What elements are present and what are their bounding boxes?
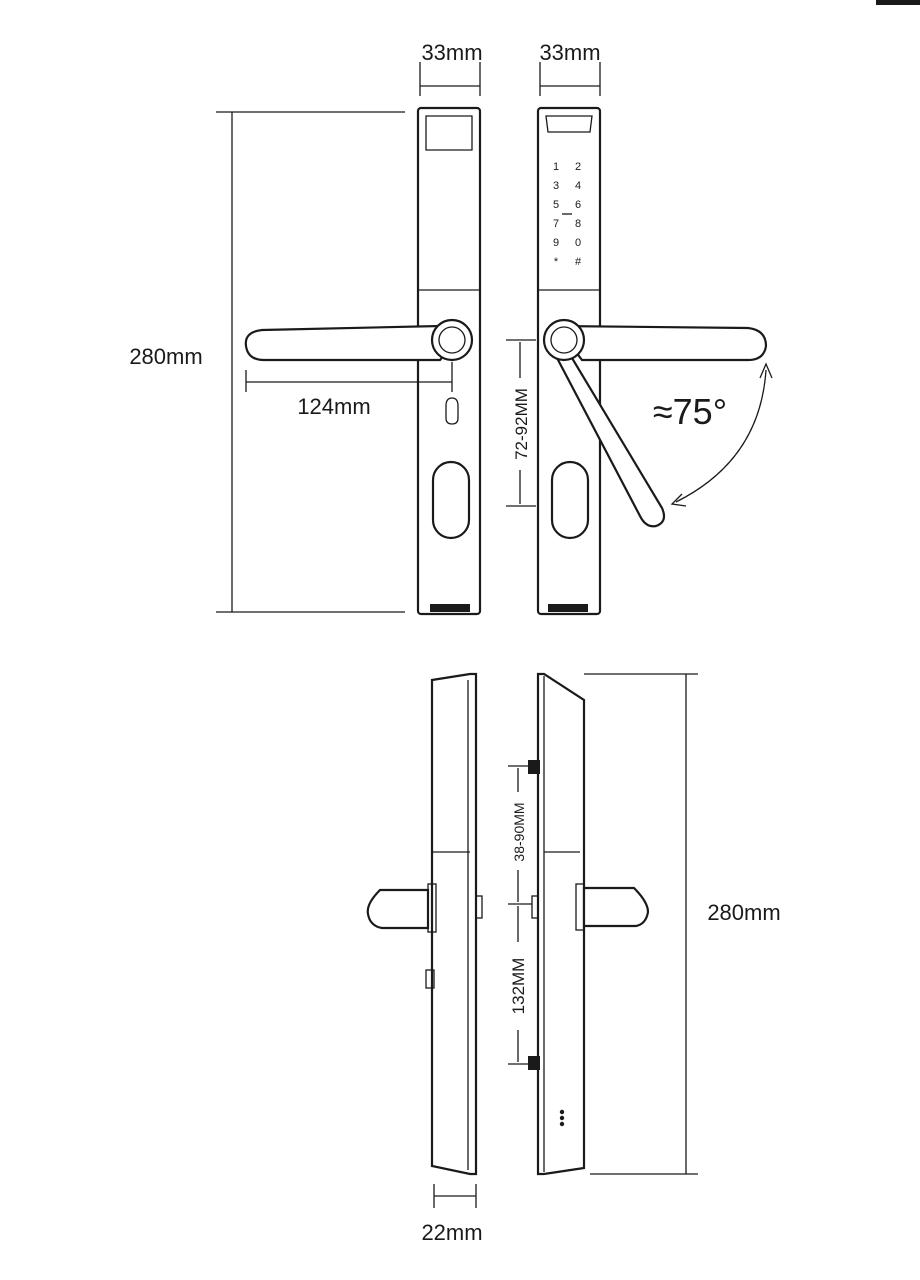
keypad: 1 2 3 4 5 6 7 8 9 0 * # (553, 161, 582, 268)
front-keyhole-icon (445, 397, 459, 425)
side-height-label: 280mm (707, 900, 780, 925)
back-width-label: 33mm (539, 40, 600, 65)
front-spindle-rose (430, 318, 474, 362)
rotated-handle (554, 346, 666, 528)
screw-spacing-label: 132MM (509, 958, 528, 1015)
door-thickness-label: 38-90MM (511, 802, 527, 861)
back-spindle-rose (542, 318, 586, 362)
rotation-angle-label: ≈75° (653, 391, 727, 432)
back-width-dimension: 33mm (539, 40, 601, 96)
side-height-dimension: 280mm (584, 673, 781, 1175)
front-height-dimension: 280mm (129, 111, 405, 613)
front-height-label: 280mm (129, 344, 202, 369)
side-right-handle (582, 886, 650, 928)
key-2: 2 (575, 161, 581, 173)
back-view: 33mm 1 2 3 4 5 6 7 8 9 0 * # (506, 40, 773, 616)
side-depth-dimension: 22mm (421, 1184, 483, 1245)
key-4: 4 (575, 180, 581, 192)
front-view: 33mm 280mm 124mm (129, 40, 483, 616)
key-6: 6 (575, 199, 581, 211)
side-right-plate (536, 672, 586, 1176)
side-view-left: 22mm (366, 672, 483, 1245)
spindle-distance-dimension: 72-92MM (506, 339, 536, 507)
bottom-screw (528, 1056, 540, 1070)
key-5: 5 (553, 199, 559, 211)
key-8: 8 (575, 218, 581, 230)
key-7: 7 (553, 218, 559, 230)
back-top-cap (545, 115, 593, 133)
side-view-right: 38-90MM 132MM 280mm (508, 672, 781, 1176)
side-left-handle (366, 888, 430, 930)
screw-spacing-dimension: 132MM (508, 906, 528, 1065)
side-left-plate (430, 672, 478, 1176)
corner-mark (876, 0, 920, 5)
rotation-angle-indicator: ≈75° (653, 362, 773, 507)
front-cylinder-slot (431, 460, 471, 540)
back-handle (553, 324, 768, 362)
key-0: 0 (575, 237, 581, 249)
front-handle (244, 324, 458, 362)
front-width-label: 33mm (421, 40, 482, 65)
handle-length-dimension: 124mm (245, 362, 453, 419)
key-9: 9 (553, 237, 559, 249)
front-width-dimension: 33mm (419, 40, 483, 96)
key-star: * (554, 256, 559, 268)
front-top-cap (425, 115, 473, 151)
back-cylinder-slot (550, 460, 590, 540)
key-3: 3 (553, 180, 559, 192)
key-1: 1 (553, 161, 559, 173)
handle-length-label: 124mm (297, 394, 370, 419)
top-screw (528, 760, 540, 774)
spindle-distance-label: 72-92MM (512, 388, 531, 460)
door-thickness-dimension: 38-90MM (508, 765, 532, 905)
side-depth-label: 22mm (421, 1220, 482, 1245)
key-hash: # (575, 256, 582, 268)
